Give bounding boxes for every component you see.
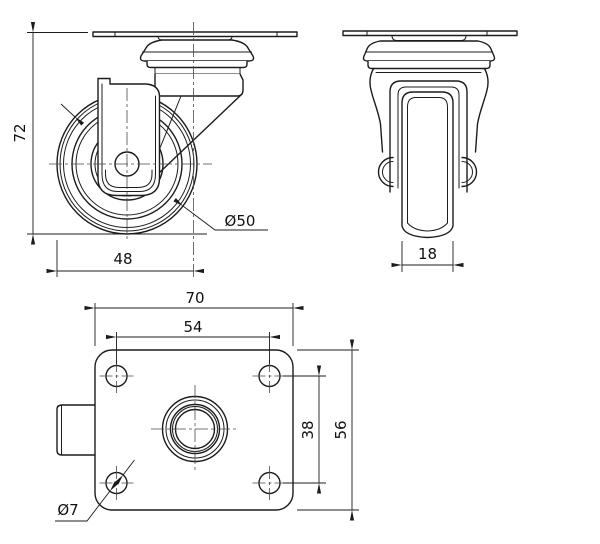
side-tab	[56, 404, 95, 456]
dim-offset-width: 48	[46, 240, 204, 277]
dim-plate-width-label: 70	[185, 289, 204, 307]
dim-hole-spacing-width: 54	[106, 318, 280, 364]
axle-boss-right	[461, 156, 478, 188]
dim-hole-spacing-depth: 38	[283, 365, 326, 494]
axle-boss-left	[377, 156, 394, 188]
leader-wheel-diameter: Ø50	[173, 198, 268, 231]
label-hole-diameter: Ø7	[57, 501, 78, 519]
dim-offset-width-label: 48	[113, 250, 132, 268]
front-view: 18	[342, 30, 518, 272]
plate-view: 70 54 38 56 Ø7	[55, 289, 359, 522]
dim-wheel-width: 18	[391, 241, 464, 272]
tread-pointer-arrow	[60, 103, 85, 126]
dim-hole-spacing-depth-label: 38	[299, 420, 317, 439]
fork-brace	[158, 93, 243, 174]
label-wheel-diameter: Ø50	[225, 212, 256, 230]
dim-plate-width: 70	[84, 289, 304, 346]
housing-front	[369, 67, 489, 153]
swivel-head-side	[139, 39, 255, 97]
swivel-head-front	[362, 40, 496, 73]
side-view-centerlines	[49, 22, 212, 277]
dim-hole-spacing-width-label: 54	[183, 318, 202, 336]
fork-leg	[97, 77, 161, 197]
dim-plate-depth: 56	[297, 339, 359, 521]
dim-plate-depth-label: 56	[332, 420, 350, 439]
dim-wheel-width-label: 18	[418, 245, 437, 263]
fork-front	[389, 80, 468, 193]
dim-overall-height: 72	[11, 22, 207, 245]
side-view: 72 48 Ø50	[11, 22, 298, 277]
top-plate-front	[342, 30, 518, 41]
top-plate-side	[92, 31, 298, 41]
wheel-front	[401, 91, 454, 239]
leader-hole-diameter: Ø7	[55, 459, 135, 522]
dim-overall-height-label: 72	[11, 123, 29, 142]
